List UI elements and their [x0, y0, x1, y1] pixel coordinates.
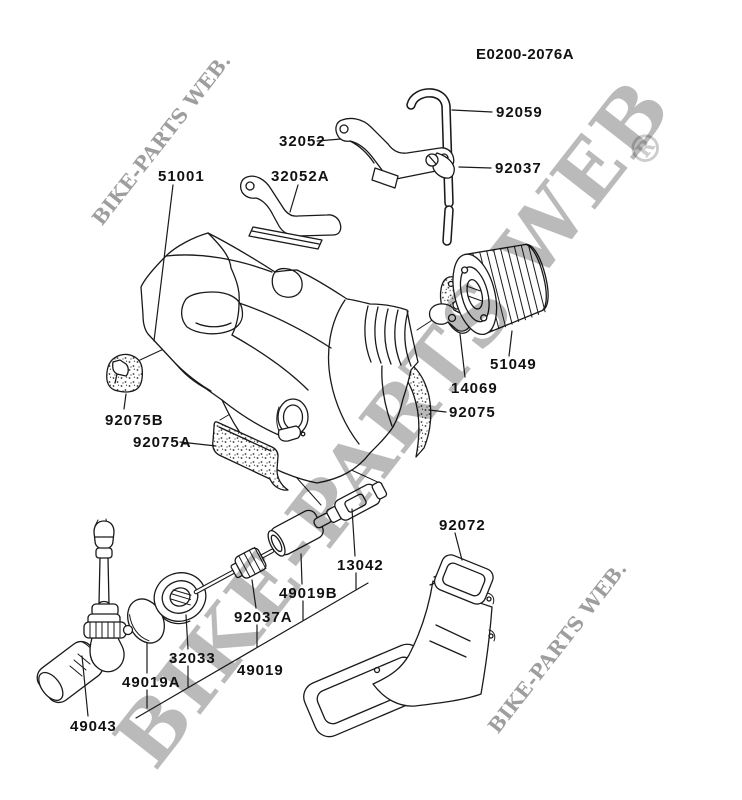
- part-label-92075: 92075: [449, 404, 496, 421]
- labels: E0200-2076A 92059 92037 32052 32052A 510…: [70, 46, 574, 735]
- cap-49019a-drawing: [127, 598, 165, 644]
- part-label-51049: 51049: [490, 356, 537, 373]
- diagram-code: E0200-2076A: [476, 46, 574, 63]
- part-label-92075a: 92075A: [133, 434, 192, 451]
- part-label-32052: 32052: [279, 133, 326, 150]
- leader-lines: [81, 109, 513, 719]
- fuel-cap-51049-drawing: [452, 243, 549, 336]
- fuel-tank-drawing: [140, 232, 419, 484]
- part-label-49019: 49019: [237, 662, 284, 679]
- valve-13042-drawing: [313, 481, 388, 529]
- part-label-49019a: 49019A: [122, 674, 181, 691]
- bracket-32052a-drawing: [240, 175, 342, 250]
- part-label-92072: 92072: [439, 517, 486, 534]
- part-label-32033: 32033: [169, 650, 216, 667]
- part-label-51001: 51001: [158, 168, 205, 185]
- watermark-bottom-right: BIKE-PARTS WEB.: [483, 557, 632, 738]
- damper-92075a-drawing: [212, 421, 289, 491]
- part-label-92075b: 92075B: [105, 412, 164, 429]
- part-label-13042: 13042: [337, 557, 384, 574]
- fuel-pipe-drawing: [406, 88, 454, 246]
- watermark-top-left: BIKE-PARTS WEB.: [87, 49, 236, 230]
- part-label-32052a: 32052A: [271, 168, 330, 185]
- fuel-tap-49043-drawing: [36, 518, 134, 704]
- part-label-49019b: 49019B: [279, 585, 338, 602]
- clamp-92037-drawing: [425, 152, 455, 179]
- part-label-92059: 92059: [496, 104, 543, 121]
- part-label-14069: 14069: [451, 380, 498, 397]
- clamp-92037a-drawing: [193, 546, 275, 595]
- band-bracket-92072-drawing: [303, 554, 496, 738]
- part-label-92037: 92037: [495, 160, 542, 177]
- damper-92075b-drawing: [106, 353, 144, 393]
- part-label-92037a: 92037A: [234, 609, 293, 626]
- grommet-32033-drawing: [153, 572, 207, 625]
- part-label-49043: 49043: [70, 718, 117, 735]
